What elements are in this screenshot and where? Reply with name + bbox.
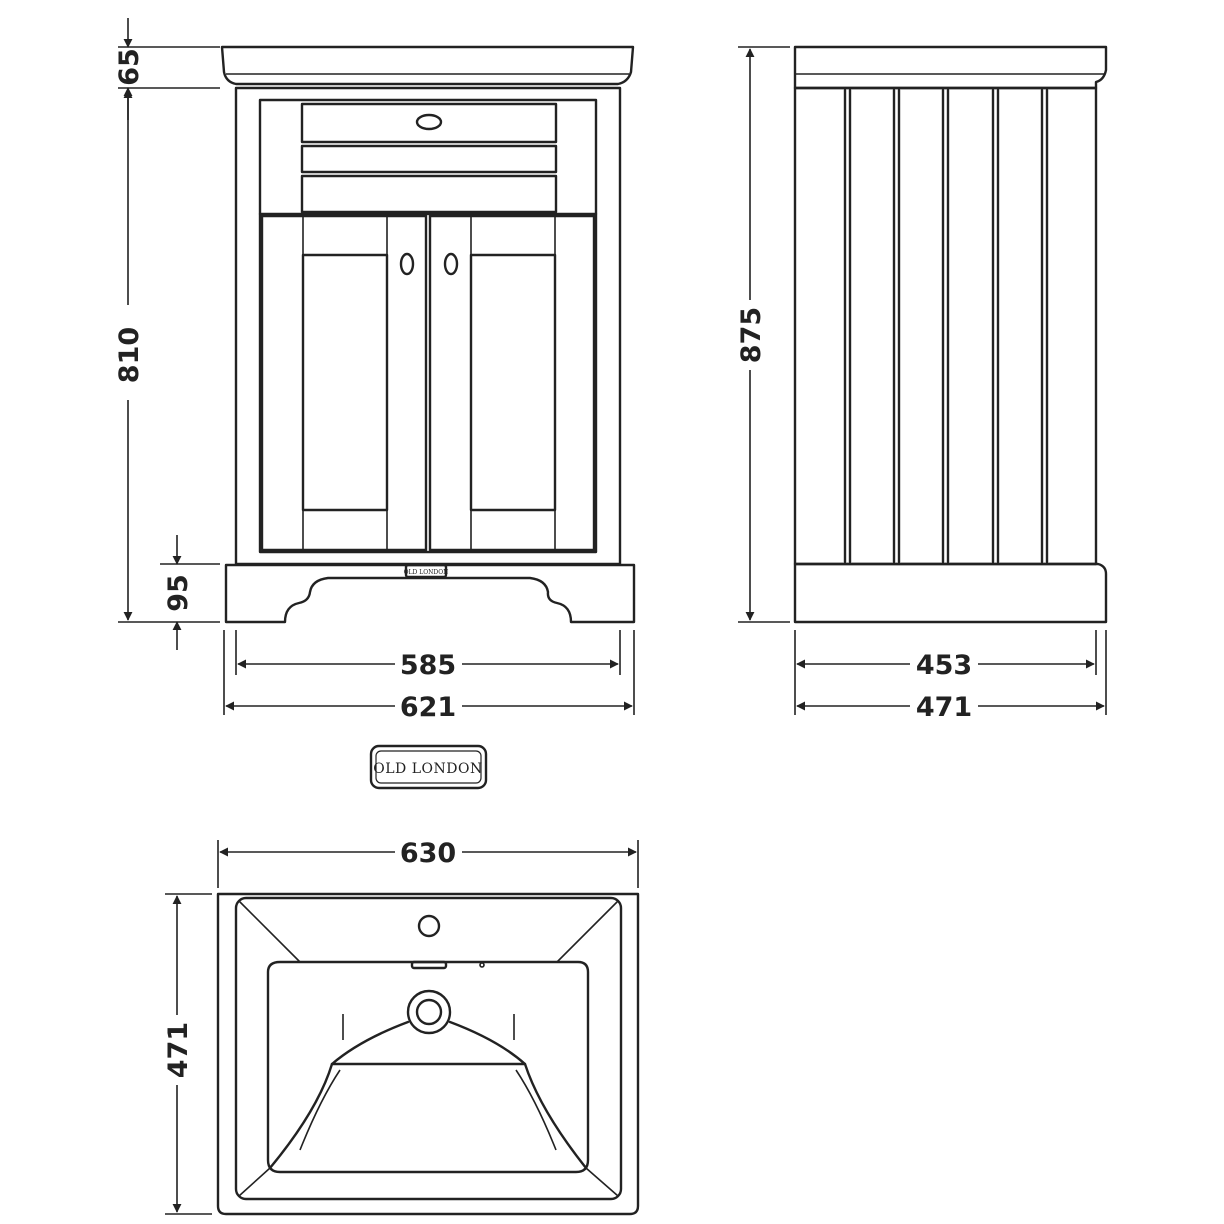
dim-side-inner-depth: 453	[916, 650, 972, 681]
dim-front-inner-width: 585	[400, 650, 456, 681]
small-brand-plate-text: OLD LONDON	[404, 569, 449, 576]
waste-outlet-icon	[406, 989, 452, 1035]
right-door-knob-icon	[443, 252, 459, 276]
dim-basin-width: 630	[400, 838, 456, 869]
side-plinth	[793, 562, 1108, 624]
front-view: OLD LONDON	[220, 45, 636, 624]
right-door	[428, 214, 596, 552]
front-plinth	[224, 563, 636, 624]
left-door	[260, 214, 428, 552]
dim-side-outer-depth: 471	[916, 692, 972, 723]
dim-front-top-height: 65	[114, 48, 145, 86]
front-vertical-dimensions: 65 810 95	[114, 18, 220, 650]
front-horizontal-dimensions: 585 621	[223, 630, 635, 723]
brand-logo-text: OLD LONDON	[373, 761, 482, 777]
dim-side-height: 875	[736, 307, 767, 363]
basin-plan-view	[216, 892, 640, 1216]
side-dimensions: 875 453 471	[736, 46, 1107, 723]
brand-logo: OLD LONDON	[369, 744, 488, 790]
drawer-handle-icon	[415, 113, 443, 131]
tap-hole-icon	[417, 914, 441, 938]
dim-basin-depth: 471	[163, 1022, 194, 1078]
left-door-knob-icon	[399, 252, 415, 276]
dim-front-body-height: 810	[114, 327, 145, 383]
small-brand-plate	[404, 563, 448, 579]
side-view	[793, 45, 1108, 624]
basin-dimensions: 630 471	[163, 838, 639, 1215]
dim-front-outer-width: 621	[400, 692, 456, 723]
dim-front-plinth-height: 95	[163, 574, 194, 612]
